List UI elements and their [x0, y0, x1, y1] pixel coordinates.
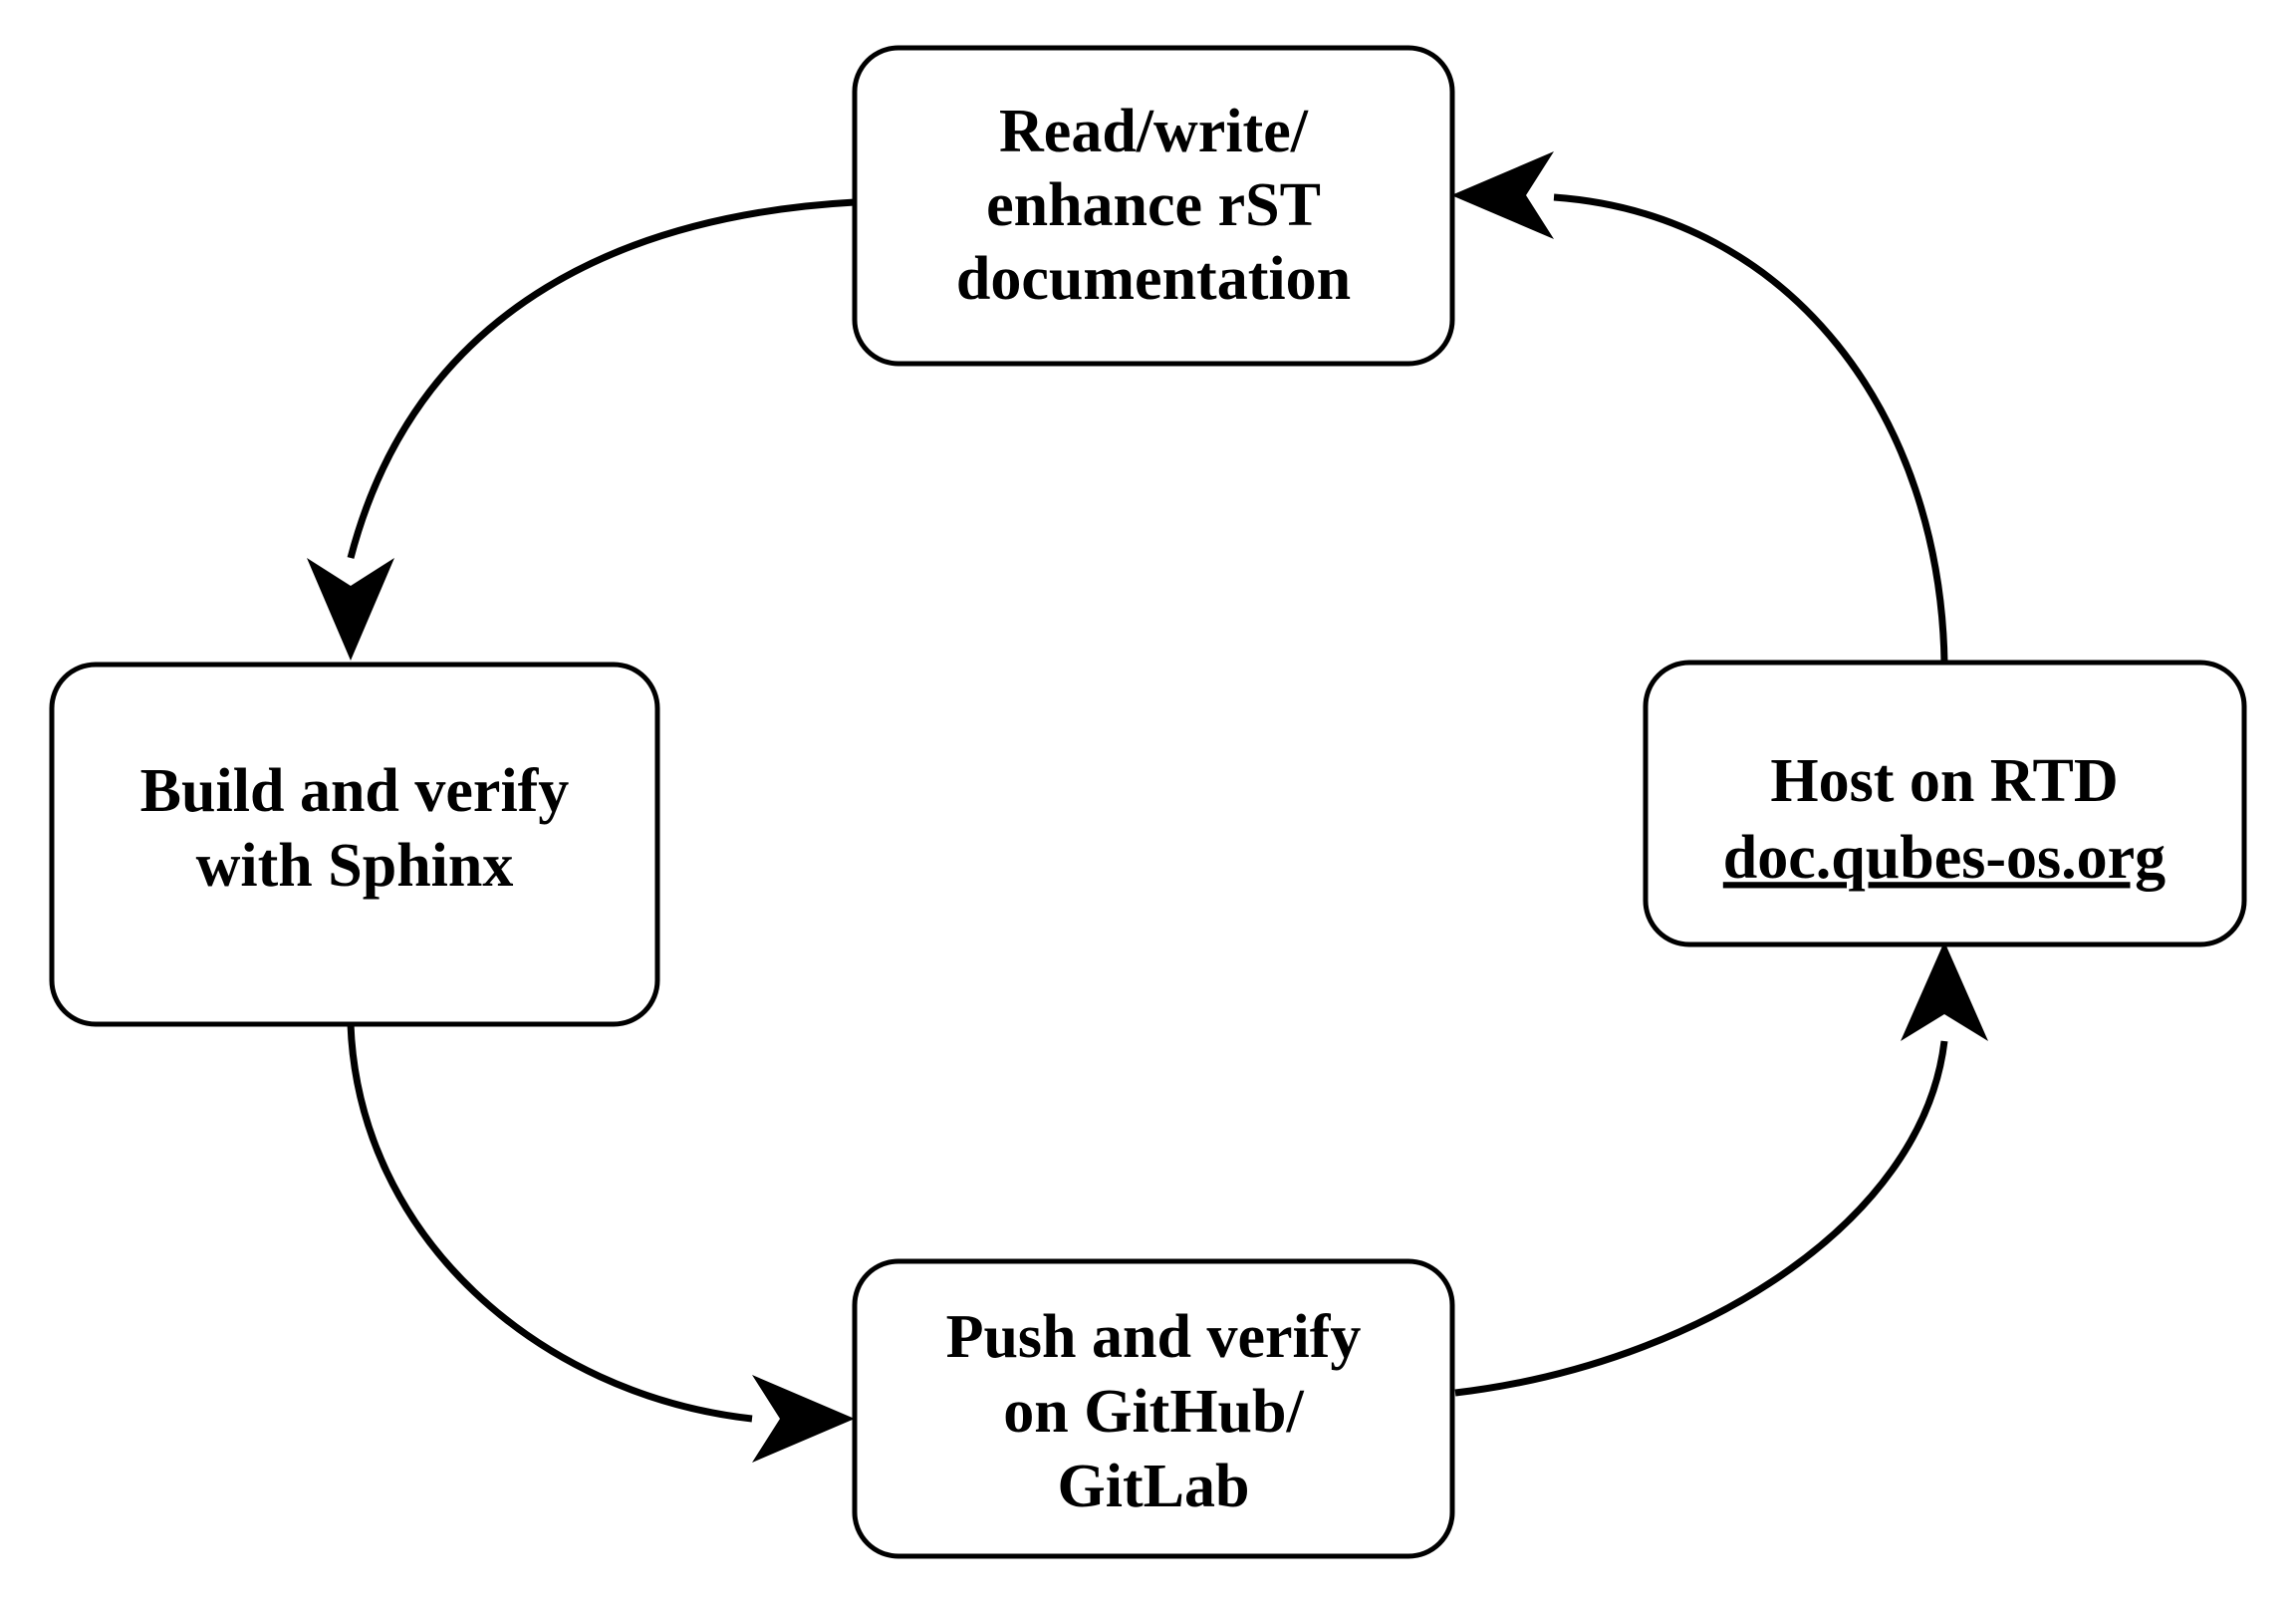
edge-path-top-to-left: [347, 198, 856, 559]
node-build-and-verify[interactable]: Build and verify with Sphinx: [49, 662, 660, 1027]
node-box-host-rtd[interactable]: [1643, 660, 2247, 947]
arrowhead-right-icon: [752, 1375, 855, 1463]
edge-read-write-to-build-verify: [307, 198, 856, 661]
node-link-doc-qubes-os-org[interactable]: doc.qubes-os.org: [1723, 824, 2166, 892]
edge-host-rtd-to-read-write: [1451, 151, 1948, 664]
node-read-write-enhance[interactable]: Read/write/ enhance rST documentation: [852, 45, 1455, 367]
node-label-push-verify: Push and verify: [946, 1303, 1362, 1371]
node-box-push-verify[interactable]: [852, 1258, 1455, 1559]
arrowhead-down-icon: [307, 558, 394, 661]
node-label-host-rtd: Host on RTD: [1770, 747, 2118, 815]
edge-build-verify-to-push-verify: [347, 1023, 855, 1463]
node-label-push-verify-line3: GitLab: [1058, 1453, 1250, 1520]
arrowhead-left-icon: [1451, 151, 1554, 239]
node-host-on-rtd[interactable]: Host on RTD doc.qubes-os.org: [1643, 660, 2247, 947]
edge-path-left-to-bottom: [347, 1023, 753, 1423]
node-label-build-verify-line2: with Sphinx: [196, 832, 514, 900]
node-label-read-write: Read/write/: [999, 98, 1309, 165]
edge-path-right-to-top: [1553, 193, 1948, 664]
node-push-and-verify[interactable]: Push and verify on GitHub/ GitLab: [852, 1258, 1455, 1559]
node-label-read-write-line2: enhance rST: [986, 171, 1321, 239]
node-box-read-write[interactable]: [852, 45, 1455, 367]
edge-push-verify-to-host-rtd: [1454, 941, 1988, 1397]
node-box-build-verify[interactable]: [49, 662, 660, 1027]
node-label-build-verify: Build and verify: [140, 757, 570, 825]
node-label-push-verify-line2: on GitHub/: [1003, 1378, 1304, 1446]
arrowhead-up-icon: [1901, 941, 1988, 1041]
node-label-read-write-line3: documentation: [956, 245, 1351, 313]
edge-path-bottom-to-right: [1454, 1040, 1948, 1397]
